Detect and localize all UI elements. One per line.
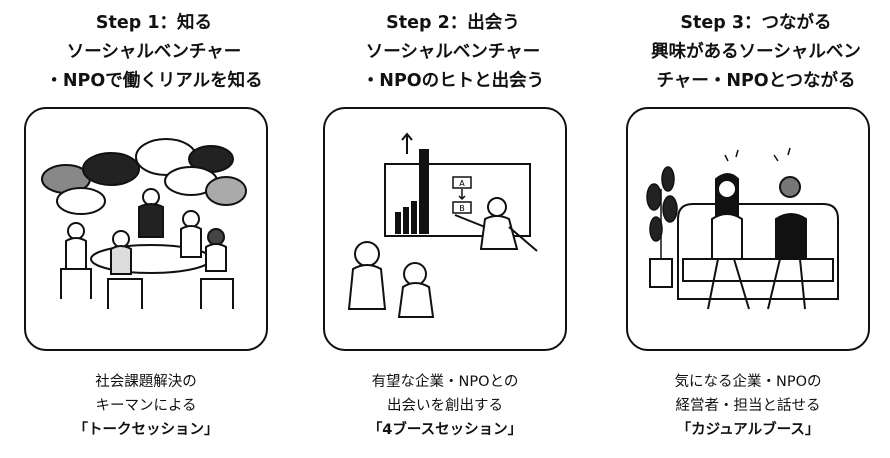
sofa [677,203,839,300]
people-group [60,188,234,309]
step-1-title-line-1: Step 1：知る [95,13,213,33]
step-1-title-line-3: ・NPOで働くリアルを知る [45,71,263,91]
step-3: Step 3：つながる 興味があるソーシャルベン チャー・NPOとつながる [626,0,886,438]
panel-label-a: A [459,179,465,188]
step-2-title: Step 2：出会う ソーシャルベンチャー ・NPOのヒトと出会う [323,9,583,97]
step-3-title-line-1: Step 3：つながる [680,13,832,33]
step-3-desc-line-1: 気になる企業・NPOの [674,374,822,390]
step-3-illustration-card [626,107,870,351]
plant-icon [646,166,678,288]
step-1-title-line-2: ソーシャルベンチャー [66,42,242,62]
step-2-desc-line-2: 出会いを創出する [387,398,503,414]
step-3-emphasis: 「カジュアルブース」 [676,422,820,438]
step-1-emphasis: 「トークセッション」 [73,422,219,438]
bar-chart-icon [395,149,429,234]
step-3-title: Step 3：つながる 興味があるソーシャルベン チャー・NPOとつながる [626,9,886,97]
step-2-illustration-card: A B [323,107,567,351]
step-1-desc-line-2: キーマンによる [95,398,197,414]
booth-session-illustration: A B [347,132,538,318]
step-2-emphasis: 「4ブースセッション」 [367,422,523,438]
panel-label-b: B [459,204,465,213]
speech-bubble-icon [205,176,247,206]
step-1-desc-line-1: 社会課題解決の [95,374,197,390]
step-1-illustration-card [24,107,268,351]
step-2-description: 有望な企業・NPOとの 出会いを創出する 「4ブースセッション」 [323,370,567,442]
speech-bubble-icon [56,187,106,215]
step-3-description: 気になる企業・NPOの 経営者・担当と話せる 「カジュアルブース」 [626,370,870,442]
speech-bubble-icon [82,152,140,186]
step-3-desc-line-2: 経営者・担当と話せる [675,398,821,414]
step-3-title-line-2: 興味があるソーシャルベン [651,42,861,62]
step-1: Step 1：知る ソーシャルベンチャー ・NPOで働くリアルを知る [24,0,284,438]
step-1-description: 社会課題解決の キーマンによる 「トークセッション」 [24,370,268,442]
step-2: Step 2：出会う ソーシャルベンチャー ・NPOのヒトと出会う A [323,0,583,438]
step-3-title-line-3: チャー・NPOとつながる [656,71,856,91]
step-2-title-line-2: ソーシャルベンチャー [365,42,541,62]
up-arrow-icon [401,132,413,154]
step-2-desc-line-1: 有望な企業・NPOとの [371,374,519,390]
step-1-title: Step 1：知る ソーシャルベンチャー ・NPOで働くリアルを知る [24,9,284,97]
step-2-title-line-1: Step 2：出会う [386,13,520,33]
step-2-title-line-3: ・NPOのヒトと出会う [361,71,545,91]
audience-figures [347,241,435,318]
conversation-figures [707,173,807,310]
presenter-figure [454,197,538,252]
casual-booth-illustration [646,147,839,310]
talk-session-illustration [41,138,247,309]
